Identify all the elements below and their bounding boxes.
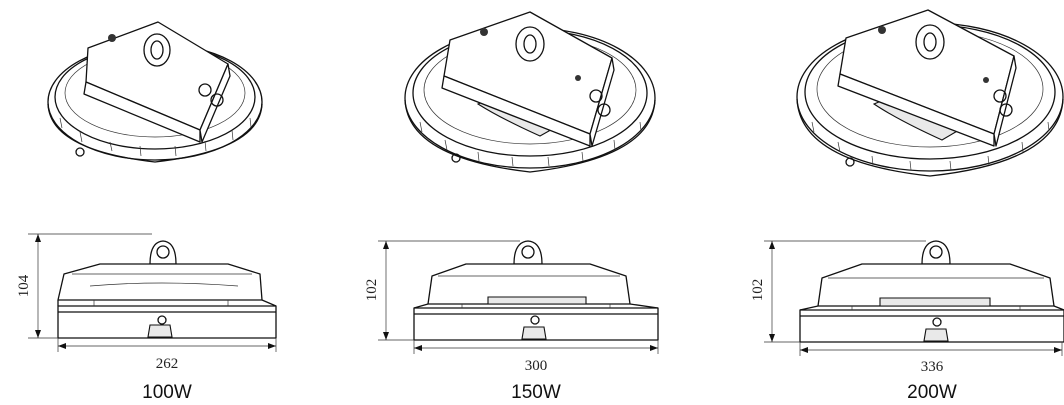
iso-view-100w — [47, 21, 263, 163]
width-dimension-label-150w: 300 — [525, 358, 548, 374]
iso-view-200w — [796, 9, 1064, 177]
height-dimension-label-100w: 104 — [16, 274, 32, 297]
power-label-150w: 150W — [511, 382, 561, 403]
side-view-200w — [799, 240, 1064, 343]
width-dimension-label-200w: 336 — [921, 359, 944, 375]
side-view-150w — [413, 240, 659, 341]
power-label-200w: 200W — [907, 382, 957, 403]
dimensions-200w — [764, 240, 1063, 356]
product-100w: 104 262 100W — [16, 21, 277, 403]
height-dimension-label-150w: 102 — [364, 279, 380, 302]
side-view-100w — [57, 240, 277, 339]
width-dimension-label-100w: 262 — [156, 356, 179, 372]
product-150w: 102 300 150W — [364, 11, 659, 403]
product-200w: 102 336 200W — [750, 9, 1064, 403]
iso-view-150w — [404, 11, 656, 173]
dimensions-100w — [28, 233, 277, 352]
dimensions-150w — [378, 240, 659, 354]
power-label-100w: 100W — [142, 382, 192, 403]
height-dimension-label-200w: 102 — [750, 279, 766, 302]
